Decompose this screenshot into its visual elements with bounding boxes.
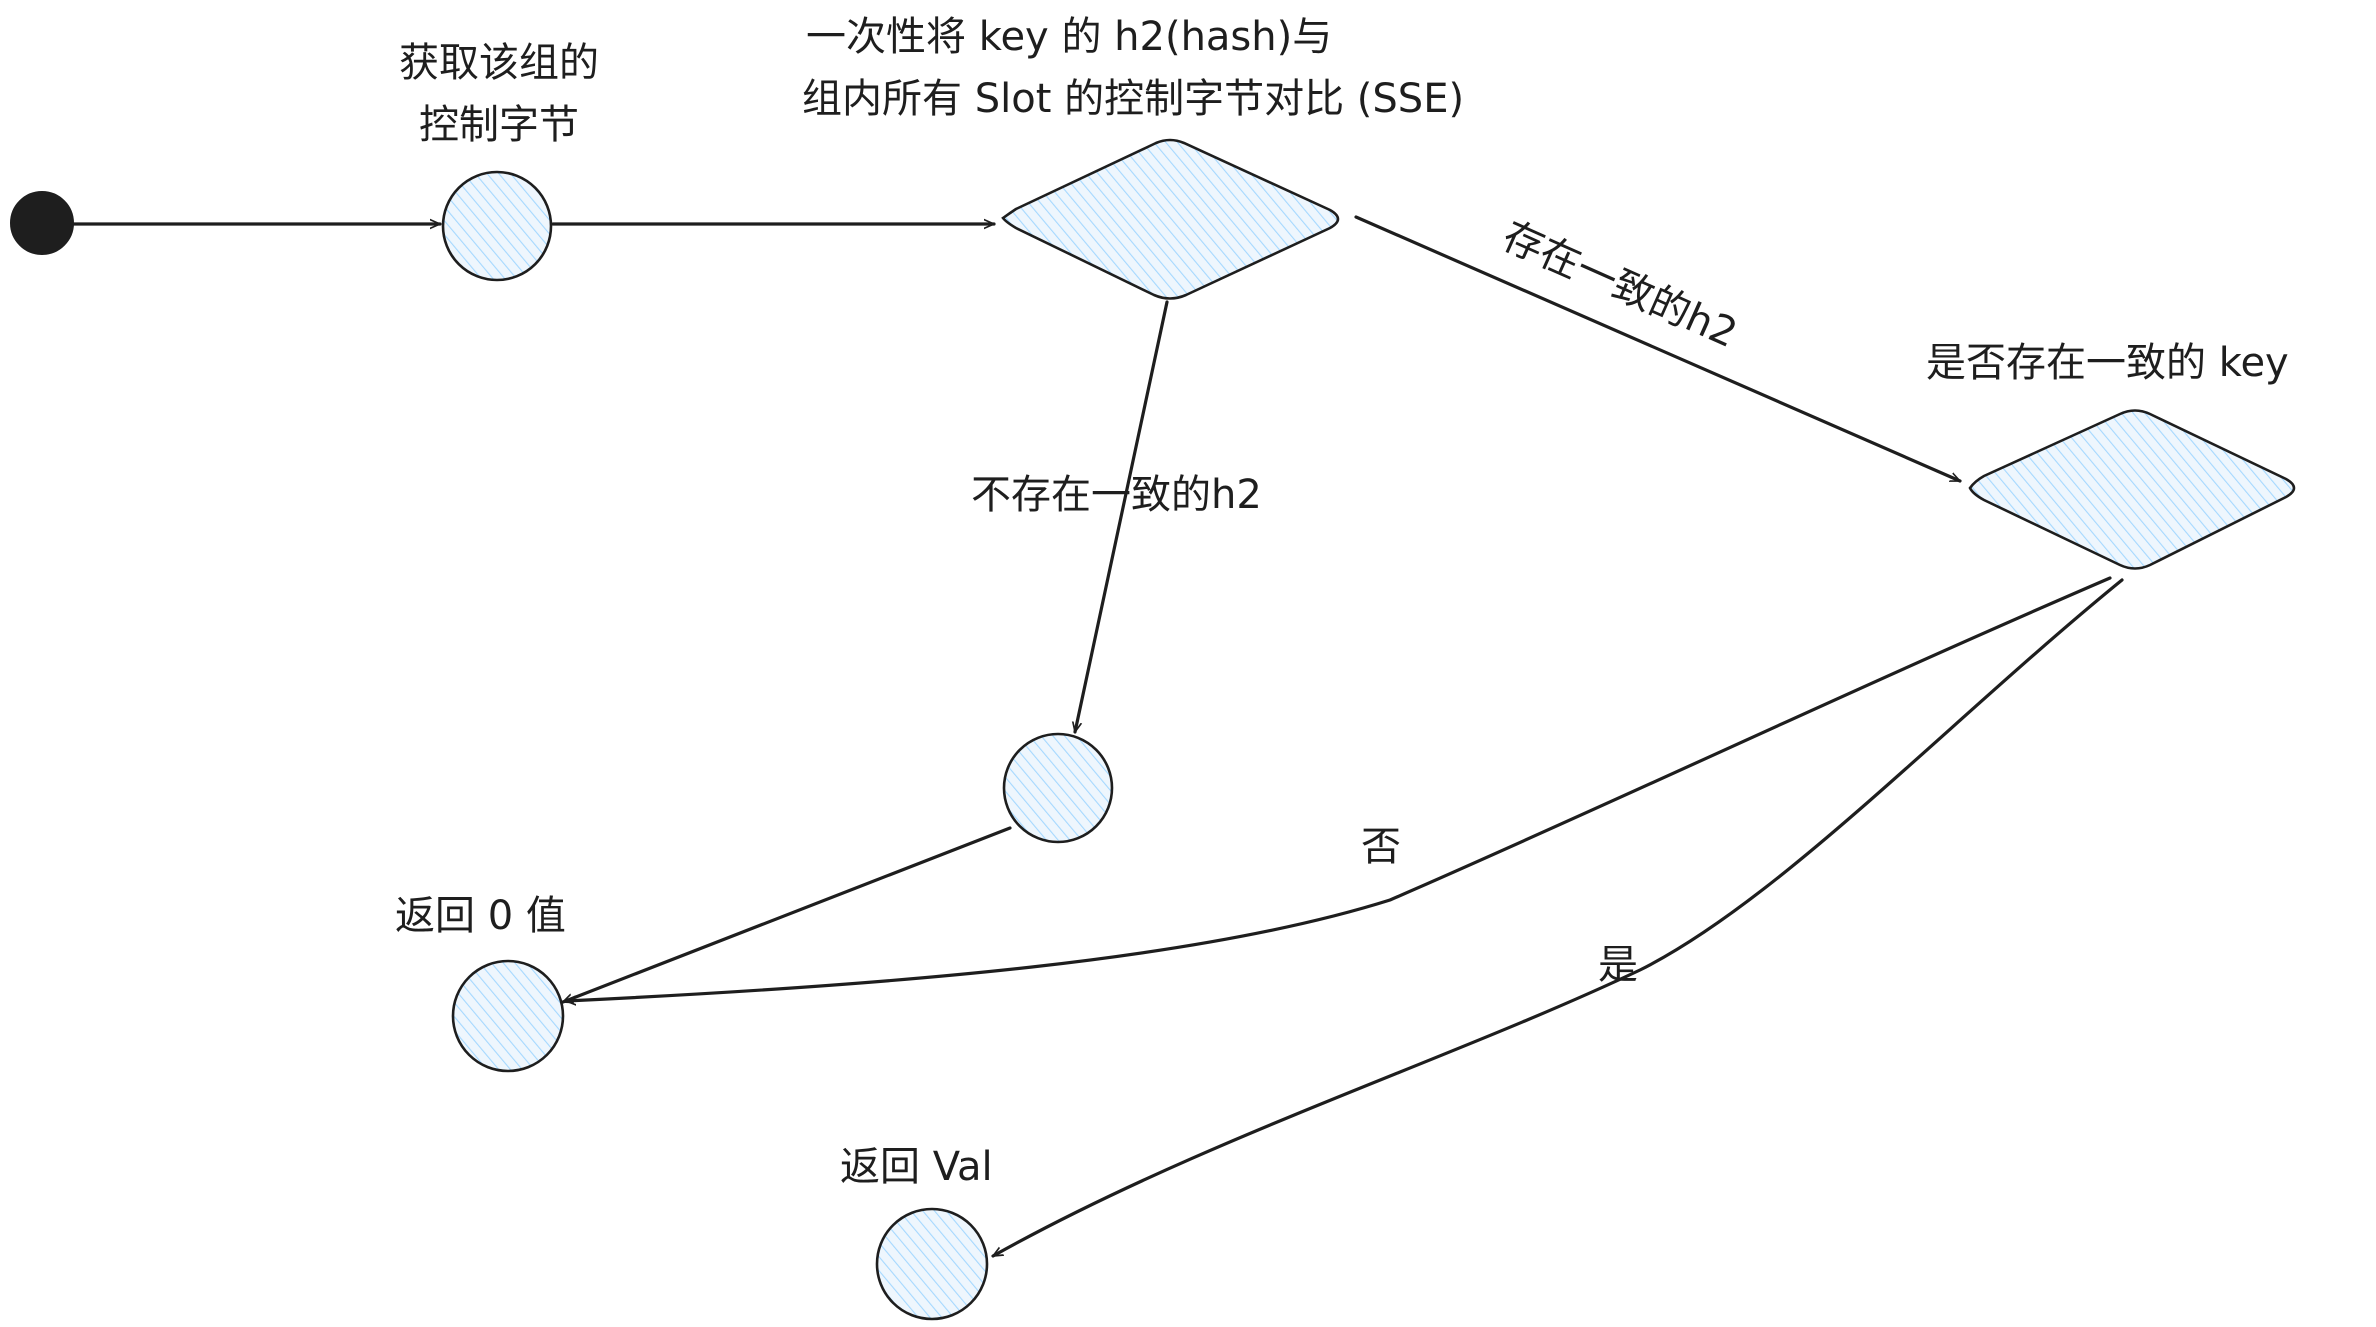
check-key-label: 是否存在一致的 key <box>1926 340 2289 386</box>
edge-compare-to-no-match-node <box>1075 300 1169 734</box>
compare-label-line2: 组内所有 Slot 的控制字节对比 (SSE) <box>802 76 1464 122</box>
edge-check-key-yes-to-return-val <box>991 578 2124 1258</box>
check-key-decision <box>1968 409 2296 570</box>
no-match-node <box>1002 732 1114 844</box>
get-ctrl-node <box>441 170 553 282</box>
edge-label-no: 否 <box>1361 824 1401 870</box>
get-ctrl-label-line1: 获取该组的 <box>399 40 599 86</box>
compare-label-line1: 一次性将 key 的 h2(hash)与 <box>806 14 1332 60</box>
edge-check-key-no-to-return-zero <box>564 576 2112 1001</box>
return-zero-node <box>451 959 565 1073</box>
edge-label-yes: 是 <box>1598 942 1638 988</box>
edge-no-match-node-to-return-zero <box>561 826 1012 1004</box>
start-node <box>10 191 74 255</box>
return-zero-label: 返回 0 值 <box>395 893 566 939</box>
edge-compare-to-check-key <box>1354 215 1962 483</box>
compare-decision <box>1001 138 1340 300</box>
edge-label-match-h2: 存在一致的h2 <box>1496 213 1744 357</box>
return-val-label: 返回 Val <box>840 1144 993 1190</box>
get-ctrl-label-line2: 控制字节 <box>419 102 579 148</box>
return-val-node <box>875 1207 989 1321</box>
edge-label-no-match-h2: 不存在一致的h2 <box>971 472 1262 518</box>
